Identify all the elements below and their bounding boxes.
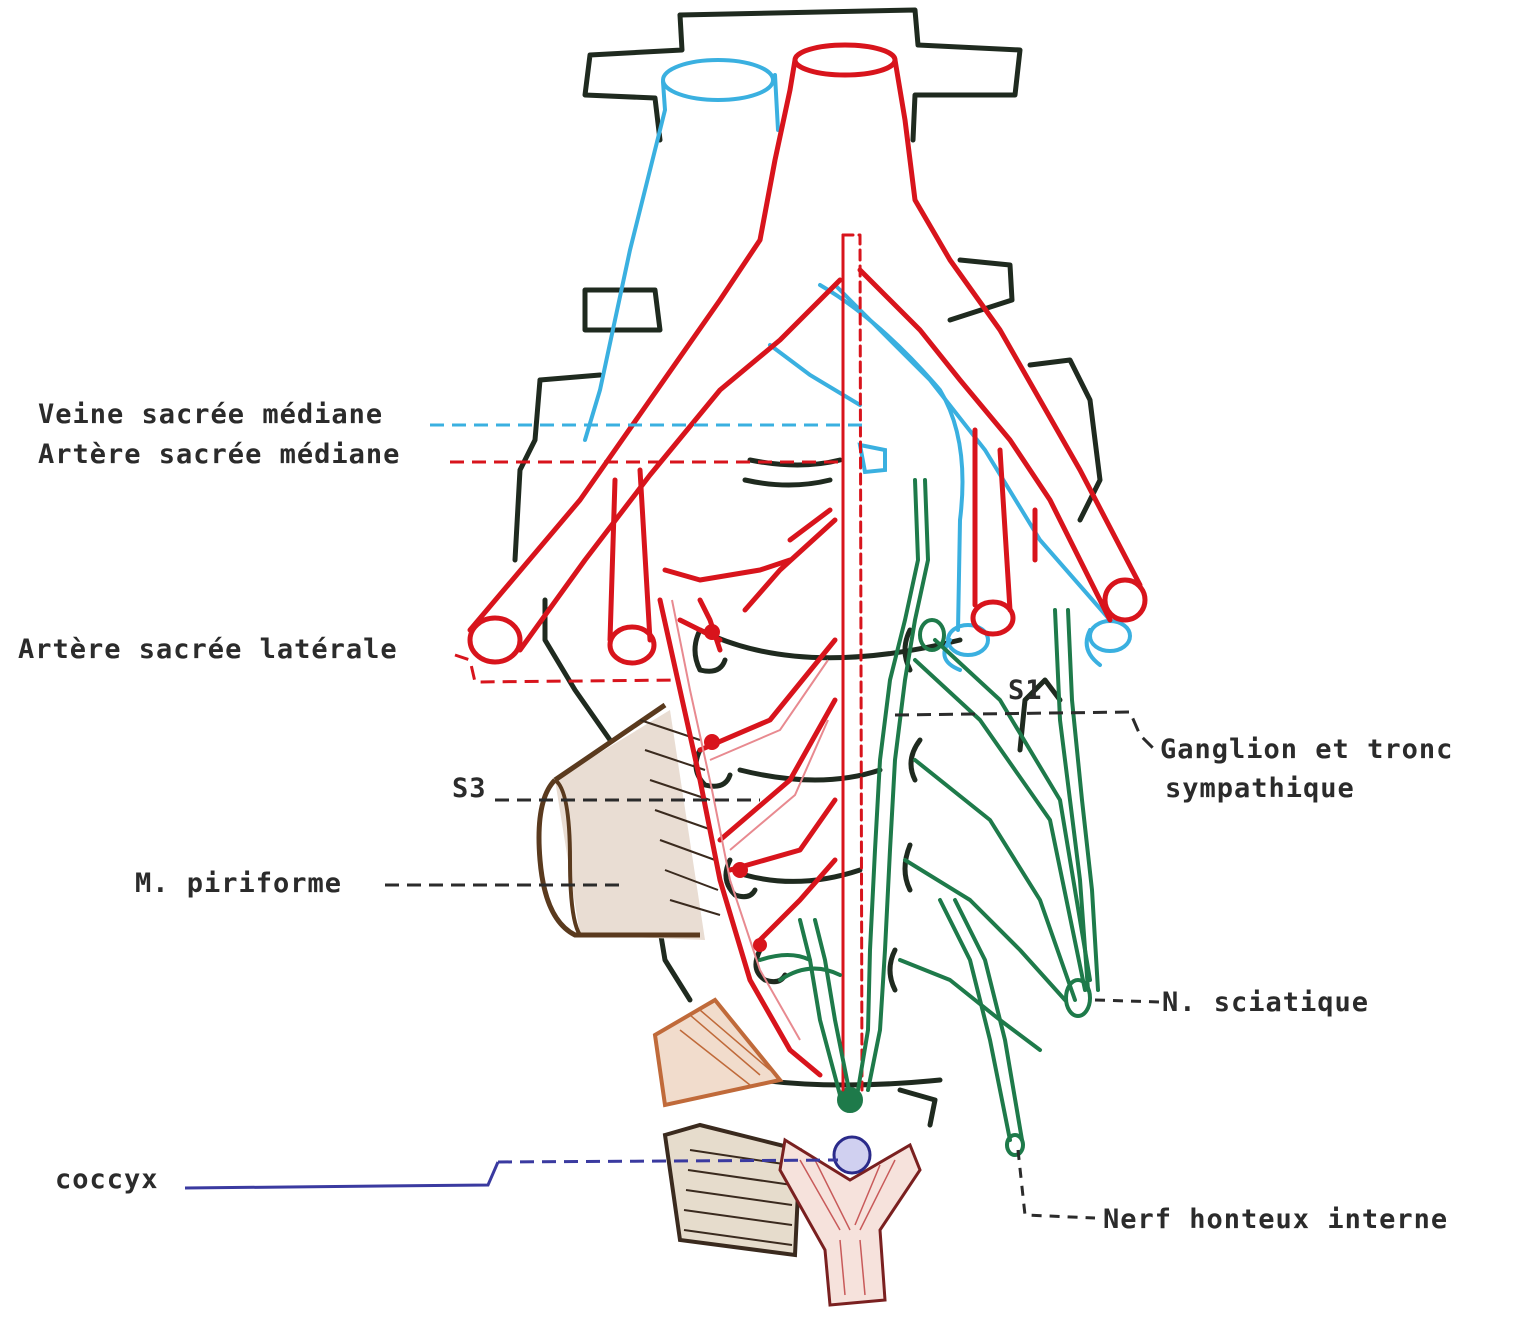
coccygeus-muscle-upper [655,1000,780,1105]
label-artere-sacree-laterale: Artère sacrée latérale [18,636,398,663]
label-veine-sacree-mediane: Veine sacrée médiane [38,401,383,428]
label-n-sciatique: N. sciatique [1162,989,1369,1016]
label-s3: S3 [452,775,487,802]
label-s1: S1 [1008,677,1043,704]
label-ganglion-line1: Ganglion et tronc [1160,736,1453,763]
leader-coccyx-solid [185,1162,498,1188]
label-artere-sacree-mediane: Artère sacrée médiane [38,441,400,468]
leader-sciatique [1095,1000,1160,1002]
label-m-piriforme: M. piriforme [135,870,342,897]
leader-honteux [1018,1150,1095,1218]
coccyx-structure [780,1088,920,1305]
coccygeus-muscle-lower [665,1125,800,1255]
label-ganglion-line2: sympathique [1165,775,1355,802]
nerves [760,480,1098,1155]
label-coccyx: coccyx [55,1166,159,1193]
label-nerf-honteux-interne: Nerf honteux interne [1103,1206,1448,1233]
